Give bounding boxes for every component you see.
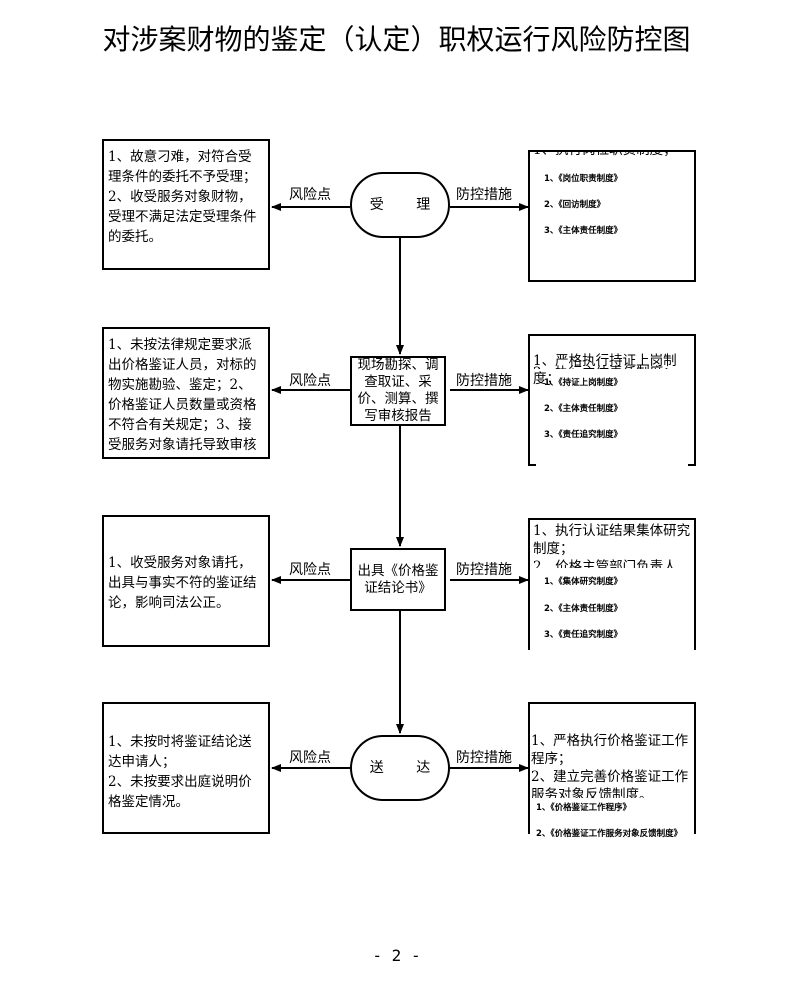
- measure-label: 防控措施: [456, 750, 512, 766]
- measure-label: 防控措施: [456, 373, 512, 389]
- measure-item: 1、《岗位职责制度》: [544, 174, 623, 184]
- measure-item: 1、《集体研究制度》: [544, 577, 623, 587]
- measure-text: 2、建立完善价格鉴证工作服务对象反馈制度。: [531, 769, 689, 803]
- page-number: - 2 -: [372, 946, 421, 965]
- step-node-investigation: 现场勘探、调查取证、采价、测算、撰写审核报告: [350, 356, 446, 426]
- measure-box-2: 1、严格执行持证上岗制度； 2、执行主体责任制度； 1、《持证上岗制度》 2、《…: [528, 334, 696, 466]
- risk-box-2: 1、未按法律规定要求派出价格鉴证人员，对标的物实施勘验、鉴定；2、价格鉴证人员数…: [102, 327, 270, 459]
- risk-box-4: 1、未按时将鉴证结论送达申请人； 2、未按要求出庭说明价格鉴定情况。: [102, 702, 270, 834]
- measure-item: 3、《责任追究制度》: [544, 630, 623, 640]
- risk-text: 1、未按时将鉴证结论送达申请人；: [108, 734, 252, 770]
- risk-label: 风险点: [289, 562, 331, 578]
- page-title: 对涉案财物的鉴定（认定）职权运行风险防控图: [102, 23, 691, 56]
- measure-label: 防控措施: [456, 187, 512, 203]
- risk-label: 风险点: [289, 187, 331, 203]
- risk-box-1: 1、故意刁难，对符合受理条件的委托不予受理； 2、收受服务对象财物，受理不满足法…: [102, 139, 270, 270]
- step-node-accept: 受 理: [350, 172, 450, 238]
- risk-label: 风险点: [289, 373, 331, 389]
- measure-text: 2、执行主体责任制度；: [533, 365, 677, 381]
- measure-text: 2、价格主管部门负责人: [533, 559, 677, 575]
- measure-item: 2、《价格鉴证工作服务对象反馈制度》: [536, 829, 683, 839]
- step-node-conclusion: 出具《价格鉴证结论书》: [350, 548, 446, 611]
- risk-text: 2、未按要求出庭说明价格鉴定情况。: [108, 774, 252, 810]
- measure-text: 1、严格执行价格鉴证工作程序；: [531, 733, 689, 767]
- measure-item: 3、《责任追究制度》: [544, 430, 623, 440]
- measure-item: 1、《价格鉴证工作程序》: [536, 803, 632, 813]
- risk-text: 1、未按法律规定要求派出价格鉴证人员，对标的物实施勘验、鉴定；2、价格鉴证人员数…: [108, 337, 257, 453]
- measure-text: 1、严格执行持证上岗制度；: [533, 353, 677, 387]
- measure-box-3: 1、执行认证结果集体研究制度； 2、价格主管部门负责人 1、《集体研究制度》 2…: [528, 518, 696, 650]
- measure-item: 2、《主体责任制度》: [544, 604, 623, 614]
- measure-label: 防控措施: [456, 562, 512, 578]
- risk-box-3: 1、收受服务对象请托，出具与事实不符的鉴证结论，影响司法公正。: [102, 515, 270, 647]
- measure-text: 1、执行认证结果集体研究制度；: [533, 523, 691, 557]
- step-node-deliver: 送 达: [350, 735, 450, 801]
- measure-item: 2、《主体责任制度》: [544, 404, 623, 414]
- measure-item: 2、《回访制度》: [544, 200, 606, 210]
- measure-text: 1、执行岗位职责制度；: [533, 150, 677, 158]
- measure-item: 1、《持证上岗制度》: [544, 378, 623, 388]
- risk-text: 1、故意刁难，对符合受理条件的委托不予受理；: [108, 149, 257, 185]
- measure-box-1: 1、执行岗位职责制度； 1、《岗位职责制度》 2、《回访制度》 3、《主体责任制…: [528, 150, 696, 282]
- measure-item: 3、《主体责任制度》: [544, 226, 623, 236]
- risk-label: 风险点: [289, 750, 331, 766]
- risk-text: 2、收受服务对象财物，受理不满足法定受理条件的委托。: [108, 189, 257, 245]
- measure-box-4: 1、严格执行价格鉴证工作程序； 2、建立完善价格鉴证工作服务对象反馈制度。 1、…: [528, 702, 696, 862]
- risk-text: 1、收受服务对象请托，出具与事实不符的鉴证结论，影响司法公正。: [108, 555, 257, 611]
